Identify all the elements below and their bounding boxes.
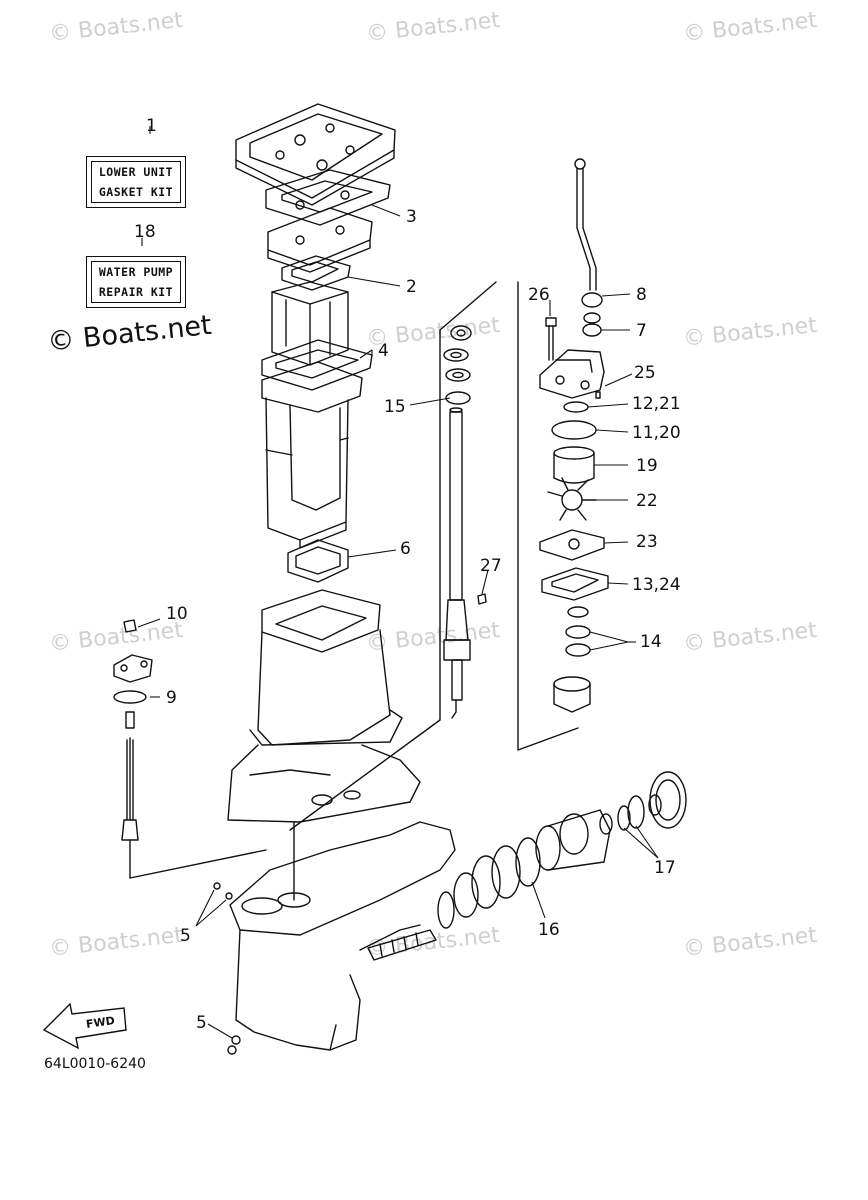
kit-label-line: WATER PUMP bbox=[98, 265, 174, 279]
drive-shaft-bearings bbox=[443, 325, 472, 405]
gasket-13-24 bbox=[541, 567, 609, 601]
o-ring-12 bbox=[563, 401, 589, 413]
callout-number: 5 bbox=[196, 1013, 207, 1033]
callout-number: 15 bbox=[384, 397, 406, 417]
callout-number: 25 bbox=[634, 363, 656, 383]
callout-number: 13,24 bbox=[632, 575, 681, 595]
upper-casing bbox=[227, 589, 421, 823]
callout-number: 9 bbox=[166, 688, 177, 708]
pin-27 bbox=[477, 593, 487, 605]
water-pump-repair-kit-box: WATER PUMP REPAIR KIT bbox=[86, 256, 186, 308]
pump-housing bbox=[539, 349, 605, 399]
oil-seal-housing bbox=[553, 676, 591, 713]
callout-number: 2 bbox=[406, 277, 417, 297]
callout-number: 26 bbox=[528, 285, 550, 305]
diagram-code: 64L0010-6240 bbox=[44, 1056, 146, 1072]
callout-number: 4 bbox=[378, 341, 389, 361]
rubber-seal-6 bbox=[287, 539, 349, 583]
shift-rod-assembly bbox=[113, 654, 153, 879]
prop-shaft-housing bbox=[535, 809, 611, 871]
callout-number: 14 bbox=[640, 632, 662, 652]
callout-number: 19 bbox=[636, 456, 658, 476]
callout-number: 12,21 bbox=[632, 394, 681, 414]
bolt-26 bbox=[545, 317, 557, 361]
callout-number: 6 bbox=[400, 539, 411, 559]
impeller-22 bbox=[547, 477, 597, 521]
screw-5 bbox=[213, 882, 241, 1055]
oil-seal-14b bbox=[565, 643, 591, 657]
lower-unit-gasket-kit-box: LOWER UNIT GASKET KIT bbox=[86, 156, 186, 208]
callout-number: 7 bbox=[636, 321, 647, 341]
seal-7 bbox=[582, 323, 602, 337]
oil-seal-14a bbox=[565, 625, 591, 639]
pin-25 bbox=[595, 391, 601, 399]
exhaust-guide-cover bbox=[235, 103, 396, 206]
exhaust-plate bbox=[267, 207, 373, 273]
callout-number: 5 bbox=[180, 926, 191, 946]
callout-number: 27 bbox=[480, 556, 502, 576]
outer-plate-23 bbox=[539, 529, 605, 561]
callout-number: 17 bbox=[654, 858, 676, 878]
callout-number: 10 bbox=[166, 604, 188, 624]
kit-label-line: LOWER UNIT bbox=[98, 165, 174, 179]
leader-lines bbox=[129, 281, 579, 901]
o-ring-11 bbox=[551, 420, 597, 440]
pump-liner bbox=[553, 446, 595, 484]
gasket-2 bbox=[281, 255, 351, 291]
fwd-arrow-icon bbox=[42, 1002, 127, 1050]
kit-ref-number: 1 bbox=[146, 116, 157, 136]
callout-number: 11,20 bbox=[632, 423, 681, 443]
part-10 bbox=[123, 619, 137, 633]
drive-shaft bbox=[443, 407, 471, 713]
exhaust-manifold bbox=[271, 281, 349, 366]
kit-ref-number: 18 bbox=[134, 222, 156, 242]
kit-label-line: GASKET KIT bbox=[98, 185, 174, 199]
grommet-8 bbox=[581, 292, 603, 308]
callout-number: 3 bbox=[406, 207, 417, 227]
water-tube bbox=[574, 158, 597, 291]
end-cap bbox=[648, 771, 687, 829]
callout-number: 23 bbox=[636, 532, 658, 552]
callout-number: 16 bbox=[538, 920, 560, 940]
callout-number: 22 bbox=[636, 491, 658, 511]
kit-label-line: REPAIR KIT bbox=[98, 285, 174, 299]
propeller-shaft bbox=[367, 929, 437, 961]
gasket-3 bbox=[265, 169, 391, 226]
gasket-4 bbox=[261, 339, 373, 391]
bearing-seals-17 bbox=[599, 795, 645, 835]
callout-number: 8 bbox=[636, 285, 647, 305]
exhaust-muffler bbox=[261, 361, 363, 549]
lower-casing bbox=[229, 821, 456, 1051]
gear-assembly bbox=[437, 837, 541, 929]
